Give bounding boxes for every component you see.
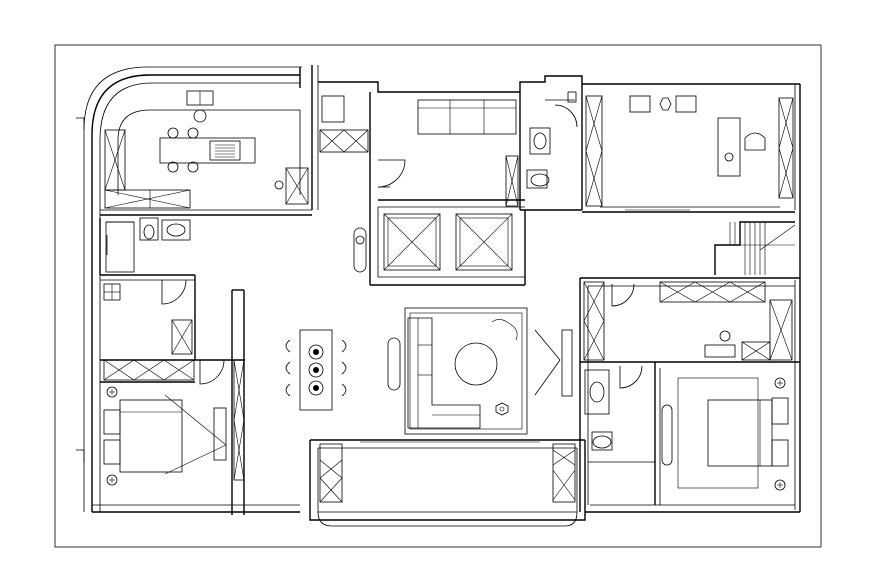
master-bath	[584, 365, 673, 466]
round-coffee-table	[454, 342, 498, 386]
powder-room	[526, 91, 578, 189]
dining-table	[299, 329, 333, 411]
laundry	[583, 281, 793, 361]
rug	[404, 307, 528, 435]
elevator-2	[455, 213, 513, 271]
bathtub-edge	[661, 404, 673, 466]
dining	[285, 329, 347, 411]
desk-chair	[744, 132, 766, 151]
elevator-1	[383, 213, 441, 271]
bedroom-west	[103, 279, 245, 486]
planter-right	[552, 443, 576, 503]
stair-steps	[729, 222, 796, 275]
sofa	[407, 317, 481, 429]
tv-unit	[561, 329, 573, 397]
laundry-counter	[659, 281, 766, 303]
living-room	[387, 307, 573, 435]
study-shelf-right	[778, 97, 794, 199]
master-bedroom	[677, 377, 789, 491]
bed-master	[707, 399, 773, 467]
study	[585, 95, 794, 211]
toilet-icon	[143, 224, 155, 240]
planter-left	[319, 443, 343, 503]
entry-bench	[417, 99, 517, 135]
cooktop-icon	[209, 140, 241, 161]
toilet-icon	[592, 435, 612, 449]
shoe-cabinet	[319, 129, 369, 153]
bed-west	[119, 399, 183, 473]
kitchen	[104, 90, 309, 209]
utility	[106, 217, 191, 255]
exterior-walls	[83, 65, 801, 527]
kitchen-island	[159, 137, 256, 164]
study-shelf-left	[585, 95, 603, 207]
plant-icon	[495, 402, 509, 416]
tv-west	[213, 407, 227, 461]
basin-icon	[529, 127, 551, 155]
fridge-icon	[285, 167, 309, 205]
rug	[677, 377, 759, 489]
balcony	[319, 441, 576, 503]
entry-hall	[319, 95, 519, 273]
sofa-side	[387, 337, 401, 391]
basin-icon	[161, 219, 191, 241]
toilet-icon	[530, 173, 550, 187]
armchair	[629, 95, 651, 113]
armchair	[675, 95, 697, 113]
drawing-frame	[54, 44, 822, 548]
wardrobe	[103, 359, 195, 381]
entry-door-swing	[377, 159, 406, 188]
study-desk	[717, 117, 741, 177]
basin-icon	[584, 369, 610, 415]
interior-walls	[99, 84, 800, 515]
